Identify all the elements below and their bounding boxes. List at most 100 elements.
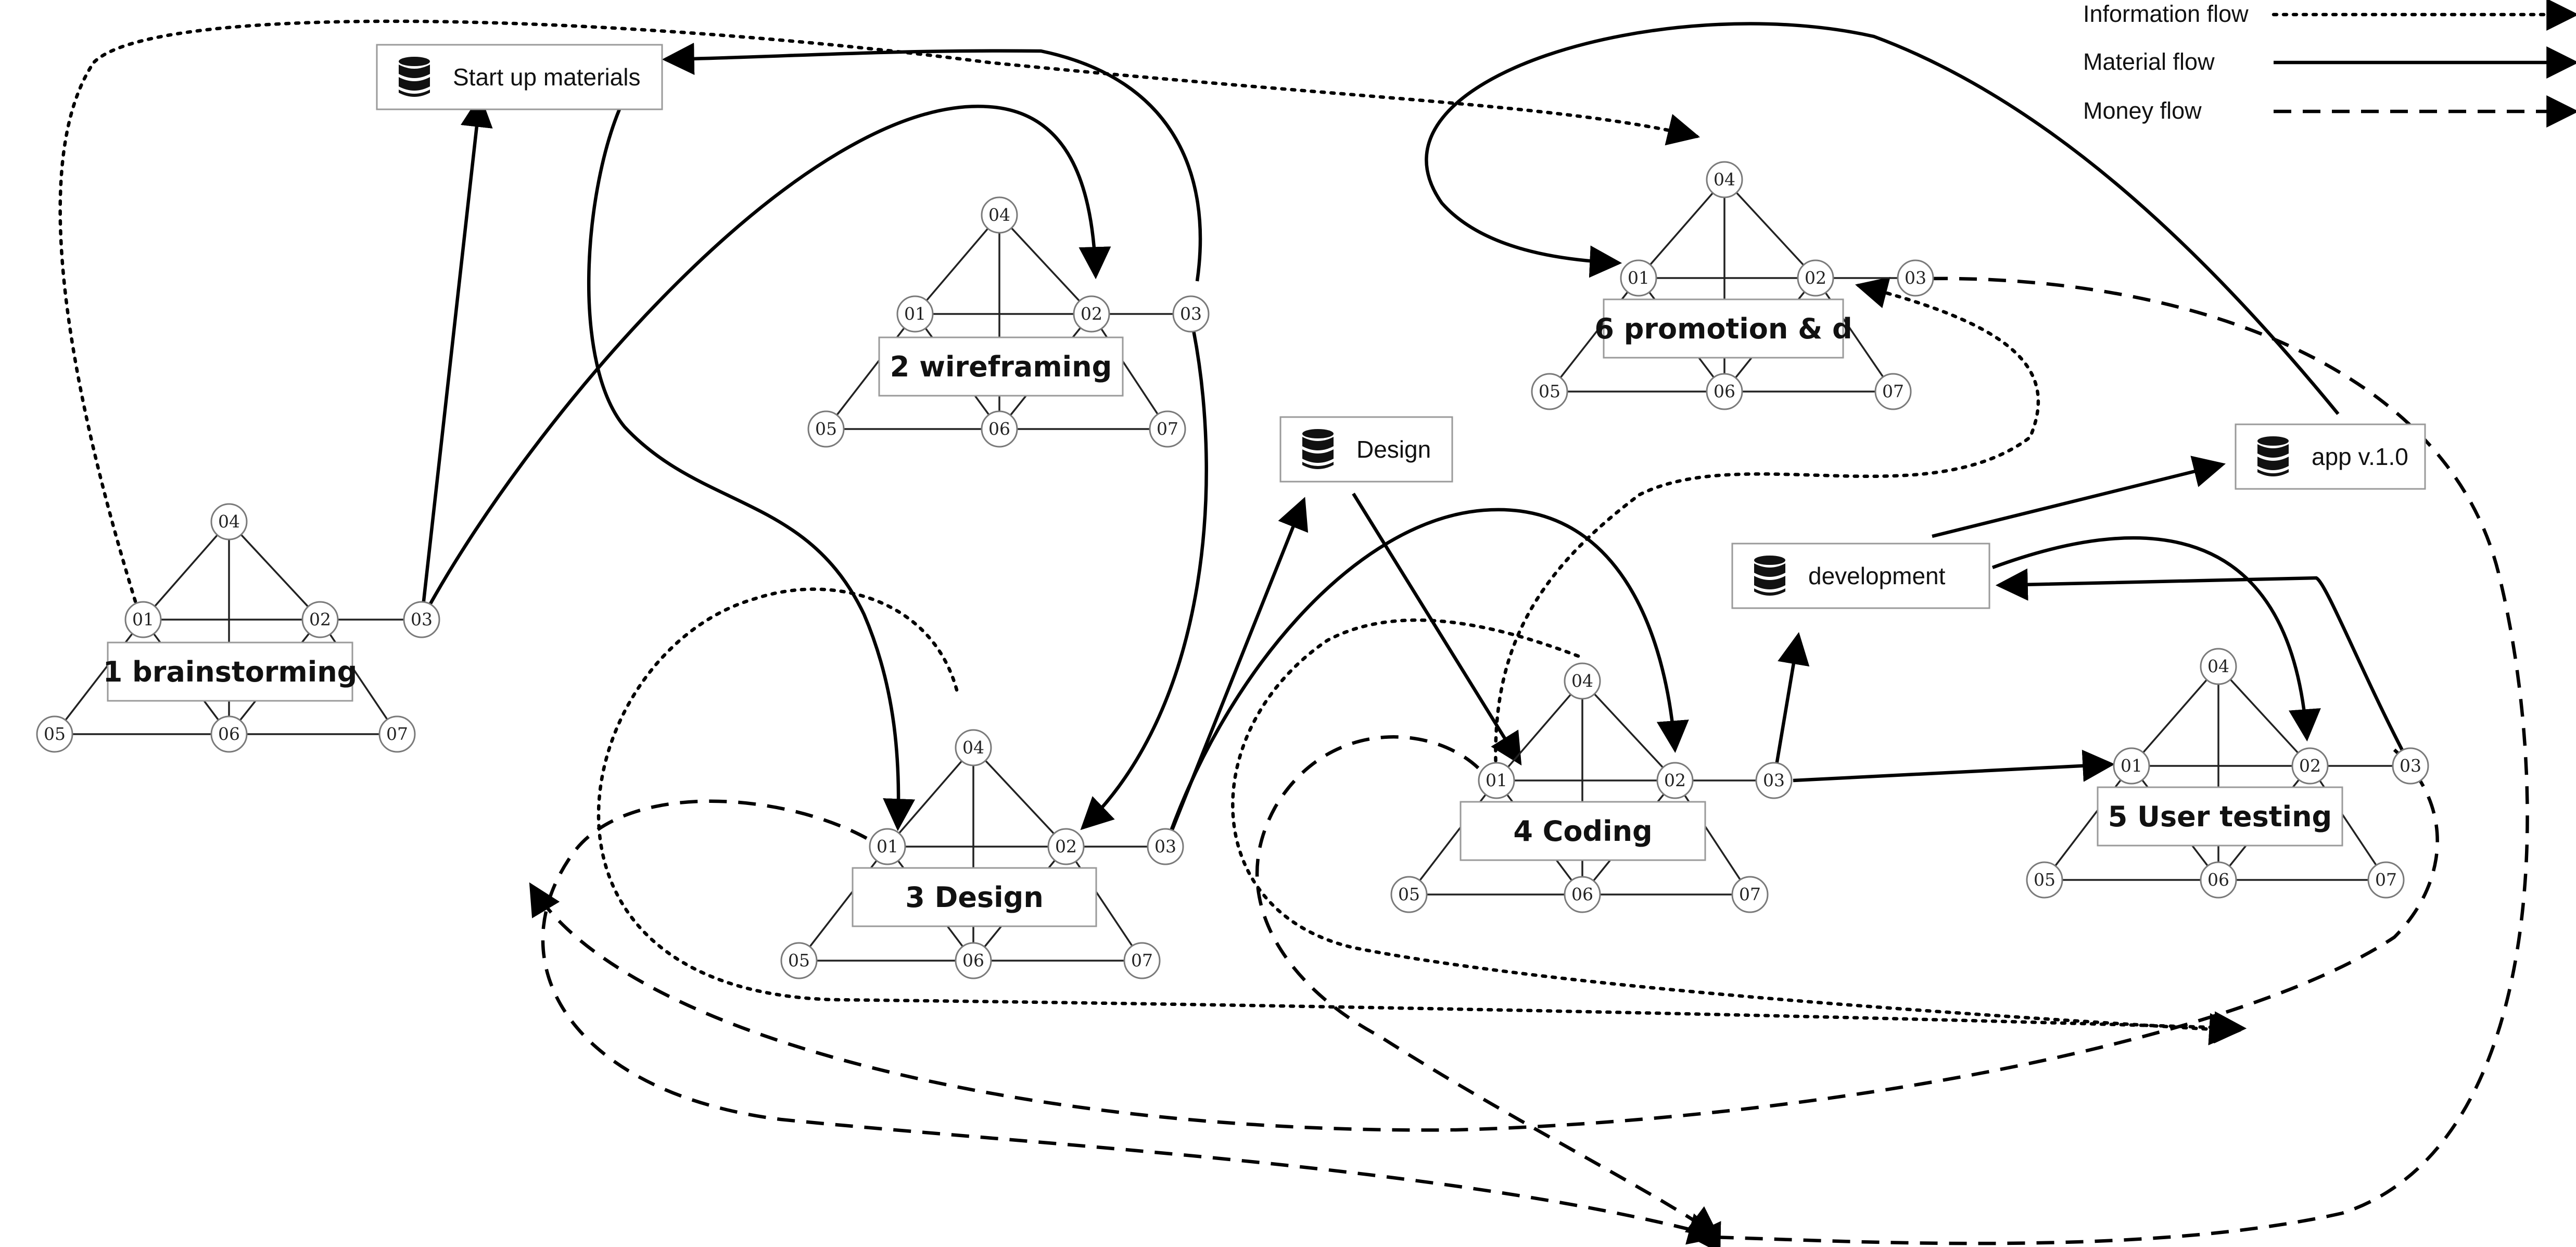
node-circle-02 bbox=[1656, 762, 1694, 799]
resource-label: app v.1.0 bbox=[2312, 443, 2408, 470]
cluster-edge bbox=[972, 747, 1067, 848]
material-flow-arrow bbox=[1793, 749, 2115, 783]
info-flow-arrow bbox=[1494, 276, 2040, 783]
node-label: 05 bbox=[44, 724, 66, 744]
node-label: 06 bbox=[988, 419, 1010, 439]
node-label: 06 bbox=[218, 724, 240, 744]
node-circle-02 bbox=[1073, 295, 1110, 333]
node-label: 03 bbox=[1763, 770, 1785, 790]
node-label: 04 bbox=[1571, 671, 1593, 691]
process-box bbox=[1460, 801, 1706, 861]
flow-arrows bbox=[58, 19, 2529, 1247]
process-label: 5 User testing bbox=[2108, 800, 2332, 833]
cluster-edge bbox=[1723, 179, 1817, 279]
node-circle-01 bbox=[2113, 747, 2150, 785]
node-circle-05 bbox=[2026, 861, 2063, 899]
node-circle-07 bbox=[1874, 373, 1912, 410]
node-circle-06 bbox=[210, 715, 248, 753]
cluster-edge bbox=[2309, 765, 2387, 880]
cluster-edge bbox=[319, 619, 398, 735]
process-label: 2 wireframing bbox=[890, 350, 1112, 383]
process-label: 6 promotion & d bbox=[1594, 312, 1852, 345]
material-flow-arrow bbox=[1352, 493, 1522, 766]
node-label: 07 bbox=[2375, 870, 2397, 890]
node-circle-04 bbox=[981, 196, 1018, 234]
node-label: 07 bbox=[1882, 381, 1904, 401]
node-circle-02 bbox=[1797, 259, 1834, 297]
node-circle-04 bbox=[1706, 161, 1743, 198]
node-circle-01 bbox=[124, 601, 162, 638]
node-label: 02 bbox=[1055, 836, 1077, 856]
node-circle-02 bbox=[1047, 828, 1085, 865]
node-circle-07 bbox=[1731, 876, 1769, 913]
cluster-edge bbox=[1674, 780, 1751, 895]
node-circle-05 bbox=[780, 942, 818, 979]
cluster-edge bbox=[2130, 665, 2219, 767]
node-label: 07 bbox=[386, 724, 408, 744]
node-label: 04 bbox=[988, 205, 1010, 225]
cluster-edge bbox=[1549, 277, 1640, 393]
node-circle-05 bbox=[1531, 373, 1568, 410]
cluster-edge bbox=[54, 619, 144, 735]
material-flow-arrow bbox=[420, 105, 1111, 621]
node-label: 02 bbox=[1081, 304, 1102, 324]
node-label: 05 bbox=[1539, 381, 1560, 401]
money-flow-arrow bbox=[529, 748, 2439, 1132]
node-circle-06 bbox=[1706, 373, 1743, 410]
node-label: 07 bbox=[1131, 950, 1153, 971]
node-label: 02 bbox=[1664, 770, 1686, 790]
node-label: 06 bbox=[962, 950, 984, 971]
node-circle-02 bbox=[2291, 747, 2329, 785]
resource-development: development bbox=[1731, 543, 1990, 609]
material-flow-arrow bbox=[1772, 632, 1810, 781]
node-circle-03 bbox=[2392, 747, 2429, 785]
node-circle-03 bbox=[1897, 259, 1934, 297]
node-label: 04 bbox=[2207, 656, 2229, 676]
info-flow-arrow bbox=[1231, 618, 2242, 1046]
node-label: 07 bbox=[1739, 884, 1761, 904]
money-flow-arrow bbox=[1688, 276, 2529, 1247]
material-flow-arrow bbox=[420, 94, 493, 620]
node-label: 02 bbox=[1805, 268, 1826, 288]
material-flow-arrow bbox=[1163, 508, 1689, 848]
process-label: 3 Design bbox=[905, 881, 1044, 914]
material-flow-arrow bbox=[587, 108, 916, 832]
node-circle-06 bbox=[981, 410, 1018, 448]
money-flow-arrow bbox=[1255, 735, 1720, 1239]
resource-app: app v.1.0 bbox=[2235, 423, 2426, 490]
node-circle-04 bbox=[1564, 662, 1601, 700]
money-flow-arrow bbox=[541, 799, 1721, 1245]
node-label: 06 bbox=[2207, 870, 2229, 890]
process-box bbox=[1603, 298, 1844, 359]
node-circle-05 bbox=[1390, 876, 1428, 913]
node-circle-03 bbox=[1755, 762, 1793, 799]
node-circle-06 bbox=[1564, 876, 1601, 913]
node-circle-02 bbox=[301, 601, 339, 638]
resource-box bbox=[1279, 416, 1453, 483]
node-circle-05 bbox=[807, 410, 845, 448]
cluster-edge bbox=[1065, 846, 1143, 961]
node-circle-05 bbox=[36, 715, 73, 753]
node-circle-01 bbox=[1620, 259, 1657, 297]
node-label: 03 bbox=[2400, 755, 2421, 776]
legend-label-material: Material flow bbox=[2083, 48, 2215, 75]
resource-box bbox=[376, 44, 663, 110]
resource-label: development bbox=[1808, 562, 1946, 589]
node-label: 06 bbox=[1571, 884, 1593, 904]
cluster-edge bbox=[2217, 665, 2311, 767]
node-circle-07 bbox=[2367, 861, 2405, 899]
resource-label: Design bbox=[1356, 436, 1431, 463]
node-label: 02 bbox=[309, 609, 331, 629]
process-label: 4 Coding bbox=[1513, 815, 1652, 848]
cluster-edge bbox=[998, 214, 1093, 315]
node-circle-01 bbox=[1478, 762, 1515, 799]
node-circle-07 bbox=[1123, 942, 1161, 979]
node-label: 06 bbox=[1714, 381, 1735, 401]
node-label: 01 bbox=[877, 836, 898, 856]
